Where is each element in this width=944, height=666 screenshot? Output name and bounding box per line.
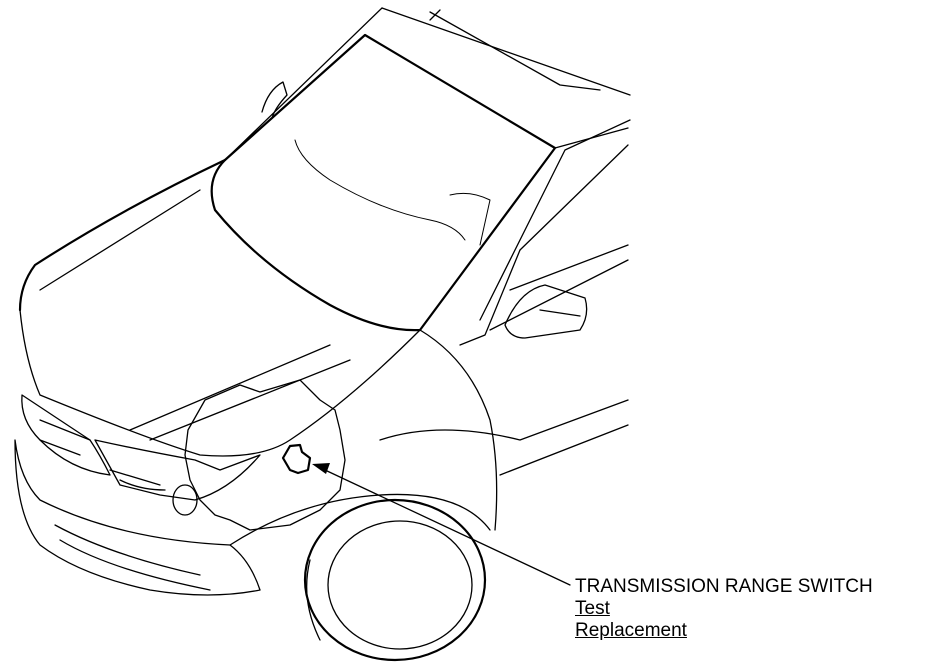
hood <box>18 158 421 457</box>
front-wheel <box>303 498 487 662</box>
side-mirror <box>261 81 588 339</box>
callout-title: TRANSMISSION RANGE SWITCH <box>575 576 873 597</box>
engine-bay-cutaway <box>184 379 346 531</box>
windshield <box>210 33 557 332</box>
side-window <box>459 127 629 346</box>
test-link[interactable]: Test <box>575 598 610 619</box>
vehicle-roof <box>224 7 631 321</box>
front-grille <box>21 394 261 516</box>
front-bumper <box>14 439 261 596</box>
leader-arrow-icon <box>312 463 571 586</box>
front-fender <box>229 329 629 546</box>
replacement-link[interactable]: Replacement <box>575 620 687 641</box>
transmission-range-switch-icon[interactable] <box>281 443 312 475</box>
